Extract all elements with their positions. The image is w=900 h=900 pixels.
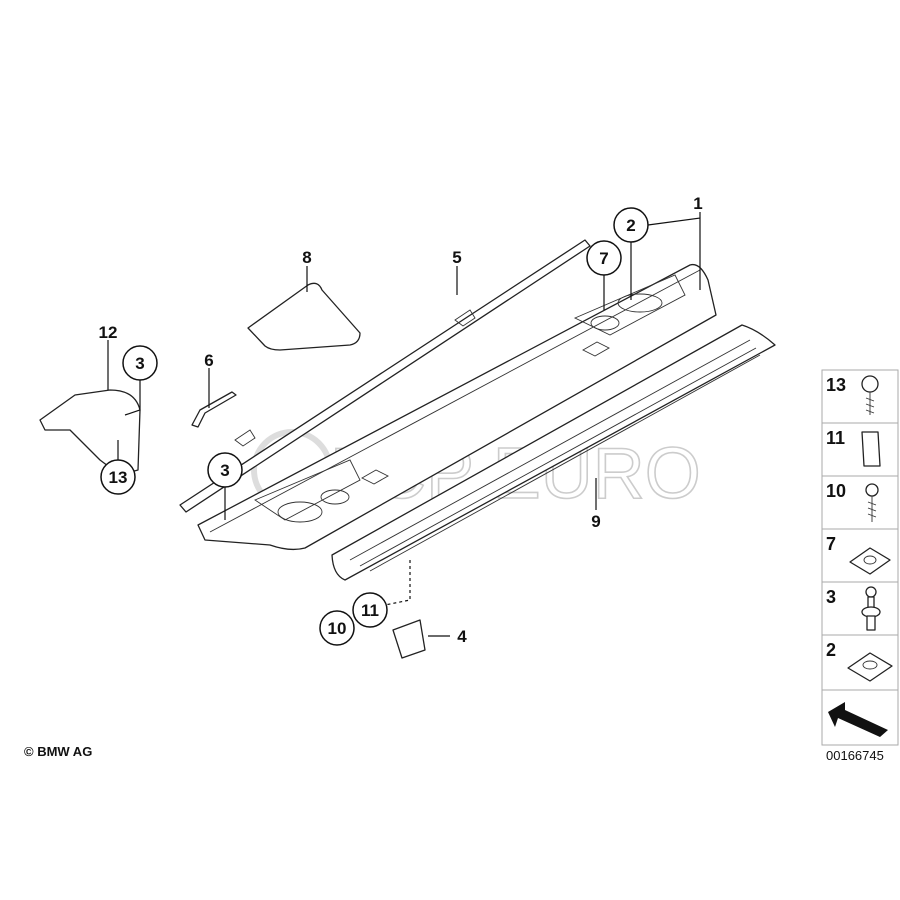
legend-11: 11 xyxy=(826,428,845,448)
part-bracket xyxy=(392,619,426,659)
callout-3: 3 xyxy=(220,461,229,480)
part-cover xyxy=(247,282,361,351)
rivet-icon xyxy=(861,586,881,631)
callout-13: 13 xyxy=(109,468,128,487)
callout-8: 8 xyxy=(302,248,311,267)
speed-nut-icon xyxy=(847,652,893,682)
part-parcel-shelf xyxy=(197,263,717,551)
part-clip xyxy=(191,391,237,428)
callout-11: 11 xyxy=(361,601,379,620)
copyright-label: © BMW AG xyxy=(24,744,93,759)
callout-12: 12 xyxy=(99,323,118,342)
part-trim-end xyxy=(39,389,141,476)
speed-nut-icon xyxy=(849,547,891,575)
fastener-legend: 13 11 10 7 3 2 xyxy=(821,369,899,746)
callout-7: 7 xyxy=(599,249,608,268)
callout-2: 2 xyxy=(626,216,635,235)
arrow-icon xyxy=(828,702,888,737)
callout-3: 3 xyxy=(135,354,144,373)
screw-icon xyxy=(861,375,879,415)
callout-5: 5 xyxy=(452,248,461,267)
legend-2: 2 xyxy=(826,640,836,660)
diagram-number: 00166745 xyxy=(826,748,884,763)
part-grille xyxy=(331,324,776,581)
part-rail xyxy=(179,239,591,513)
legend-10: 10 xyxy=(826,481,846,501)
callout-10: 10 xyxy=(328,619,347,638)
legend-3: 3 xyxy=(826,587,836,607)
legend-7: 7 xyxy=(826,534,836,554)
clip-nut-icon xyxy=(861,431,881,467)
callout-6: 6 xyxy=(204,351,213,370)
legend-13: 13 xyxy=(826,375,846,395)
leader-lines xyxy=(107,212,701,637)
screw-icon xyxy=(865,483,879,522)
callout-1: 1 xyxy=(693,194,702,213)
callout-4: 4 xyxy=(457,627,467,646)
callout-9: 9 xyxy=(591,512,600,531)
